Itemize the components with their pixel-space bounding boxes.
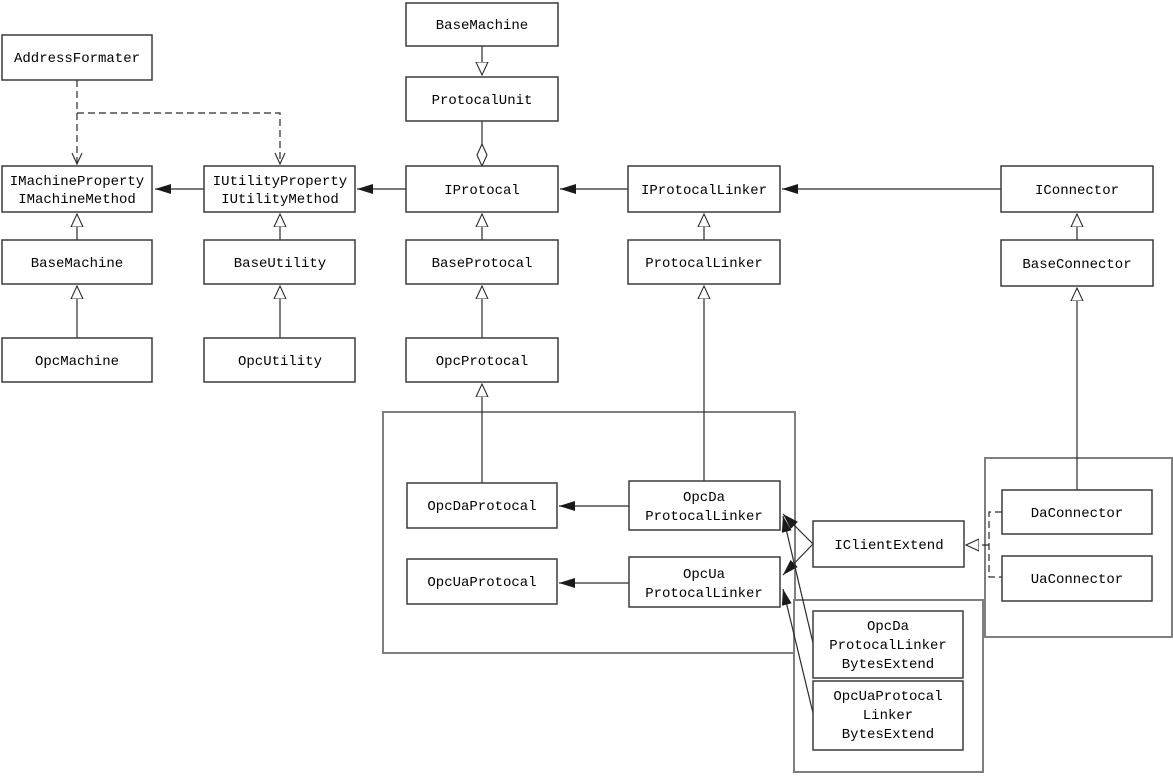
iprotocal-rect bbox=[405, 165, 559, 213]
dependency-addressformater-iutility bbox=[77, 112, 286, 166]
class-box-iutility: IUtilityProperty IUtilityMethod bbox=[203, 165, 356, 213]
base-protocal-rect bbox=[405, 239, 559, 285]
nodes: AddressFormater BaseMachine ProtocalUnit… bbox=[1, 2, 1154, 751]
opcua-protocal-linker-line2: ProtocalLinker bbox=[645, 586, 763, 602]
base-machine-top-rect bbox=[405, 2, 559, 47]
class-box-protocal-linker: ProtocalLinker bbox=[627, 239, 781, 285]
ua-connector-label: UaConnector bbox=[1031, 572, 1123, 588]
iutility-label-line1: IUtilityProperty bbox=[213, 174, 347, 190]
class-box-imachine: IMachineProperty IMachineMethod bbox=[1, 165, 153, 213]
opcda-protocal-linker-line2: ProtocalLinker bbox=[645, 509, 763, 525]
iprotocal-linker-rect bbox=[627, 165, 781, 213]
opcda-linker-bytes-rect bbox=[812, 610, 964, 679]
base-connector-rect bbox=[1000, 239, 1154, 287]
iprotocal-linker-label: IProtocalLinker bbox=[641, 183, 767, 199]
base-protocal-label: BaseProtocal bbox=[432, 256, 533, 272]
class-box-ua-connector: UaConnector bbox=[1001, 555, 1153, 602]
class-box-opc-utility: OpcUtility bbox=[203, 337, 356, 383]
class-box-protocal-unit: ProtocalUnit bbox=[405, 76, 559, 122]
opc-machine-rect bbox=[1, 337, 153, 383]
opcua-protocal-rect bbox=[406, 558, 558, 605]
association-iclientextend-opcualinker bbox=[782, 543, 814, 576]
opcda-protocal-rect bbox=[406, 482, 558, 529]
class-box-da-connector: DaConnector bbox=[1001, 489, 1153, 535]
address-formater-rect bbox=[1, 34, 153, 81]
class-box-opcda-protocal: OpcDaProtocal bbox=[406, 482, 558, 529]
class-box-opc-machine: OpcMachine bbox=[1, 337, 153, 383]
class-box-opc-protocal: OpcProtocal bbox=[405, 337, 559, 383]
class-box-iclient-extend: IClientExtend bbox=[812, 520, 965, 568]
class-box-address-formater: AddressFormater bbox=[1, 34, 153, 81]
class-box-opcda-protocal-linker-bytes-extend: OpcDa ProtocalLinker BytesExtend bbox=[812, 610, 964, 679]
iutility-rect bbox=[203, 165, 356, 213]
opc-utility-rect bbox=[203, 337, 356, 383]
opcua-protocal-label: OpcUaProtocal bbox=[427, 575, 536, 591]
imachine-label-line2: IMachineMethod bbox=[18, 192, 136, 208]
iclient-extend-label: IClientExtend bbox=[834, 538, 943, 554]
iconnector-rect bbox=[1000, 165, 1154, 213]
opcua-linker-bytes-line1: OpcUaProtocal bbox=[833, 689, 942, 705]
opcda-protocal-linker-line1: OpcDa bbox=[683, 490, 725, 506]
base-connector-label: BaseConnector bbox=[1022, 257, 1131, 273]
protocal-linker-rect bbox=[627, 239, 781, 285]
iconnector-label: IConnector bbox=[1035, 183, 1119, 199]
da-connector-rect bbox=[1001, 489, 1153, 535]
iutility-label-line2: IUtilityMethod bbox=[221, 192, 339, 208]
opc-machine-label: OpcMachine bbox=[35, 354, 119, 370]
protocal-linker-label: ProtocalLinker bbox=[645, 256, 763, 272]
base-utility-label: BaseUtility bbox=[234, 256, 326, 272]
opcua-protocal-linker-line1: OpcUa bbox=[683, 567, 725, 583]
class-box-opcda-protocal-linker: OpcDa ProtocalLinker bbox=[628, 480, 781, 531]
imachine-label-line1: IMachineProperty bbox=[10, 174, 144, 190]
class-box-opcua-protocal-linker-bytes-extend: OpcUaProtocal Linker BytesExtend bbox=[812, 680, 964, 751]
base-machine-top-label: BaseMachine bbox=[436, 18, 528, 34]
connector-group-container bbox=[984, 457, 1173, 638]
opcua-linker-bytes-line2: Linker bbox=[863, 708, 913, 724]
class-box-iprotocal: IProtocal bbox=[405, 165, 559, 213]
class-box-iconnector: IConnector bbox=[1000, 165, 1154, 213]
class-box-base-machine-top: BaseMachine bbox=[405, 2, 559, 47]
da-connector-label: DaConnector bbox=[1031, 506, 1123, 522]
opcua-protocal-linker-rect bbox=[628, 556, 781, 608]
class-box-opcua-protocal-linker: OpcUa ProtocalLinker bbox=[628, 556, 781, 608]
opcua-linker-bytes-rect bbox=[812, 680, 964, 751]
opc-protocal-rect bbox=[405, 337, 559, 383]
base-utility-rect bbox=[203, 239, 356, 285]
base-machine-label: BaseMachine bbox=[31, 256, 123, 272]
class-box-base-machine: BaseMachine bbox=[1, 239, 153, 285]
association-opcualinkerbytes-opcualinker bbox=[781, 588, 814, 714]
opc-utility-label: OpcUtility bbox=[238, 354, 322, 370]
class-box-base-utility: BaseUtility bbox=[203, 239, 356, 285]
iprotocal-label: IProtocal bbox=[444, 183, 520, 199]
opcda-protocal-linker-rect bbox=[628, 480, 781, 531]
imachine-rect bbox=[1, 165, 153, 213]
opcda-linker-bytes-line1: OpcDa bbox=[867, 619, 909, 635]
opcda-linker-bytes-line2: ProtocalLinker bbox=[829, 638, 947, 654]
association-opcdalinkerbytes-opcdalinker bbox=[781, 515, 814, 644]
base-machine-rect bbox=[1, 239, 153, 285]
opcda-linker-bytes-line3: BytesExtend bbox=[842, 657, 934, 673]
opc-protocal-group-container bbox=[382, 411, 796, 654]
class-box-base-connector: BaseConnector bbox=[1000, 239, 1154, 287]
class-box-opcua-protocal: OpcUaProtocal bbox=[406, 558, 558, 605]
iclient-extend-rect bbox=[812, 520, 965, 568]
class-box-iprotocal-linker: IProtocalLinker bbox=[627, 165, 781, 213]
class-box-base-protocal: BaseProtocal bbox=[405, 239, 559, 285]
opcua-linker-bytes-line3: BytesExtend bbox=[842, 727, 934, 743]
edges bbox=[77, 46, 1077, 714]
protocal-unit-rect bbox=[405, 76, 559, 122]
aggregation-diamond-icon bbox=[476, 142, 488, 168]
protocal-unit-label: ProtocalUnit bbox=[432, 93, 533, 109]
address-formater-label: AddressFormater bbox=[14, 51, 140, 67]
opcda-protocal-label: OpcDaProtocal bbox=[427, 499, 536, 515]
opc-protocal-label: OpcProtocal bbox=[436, 354, 528, 370]
ua-connector-rect bbox=[1001, 555, 1153, 602]
